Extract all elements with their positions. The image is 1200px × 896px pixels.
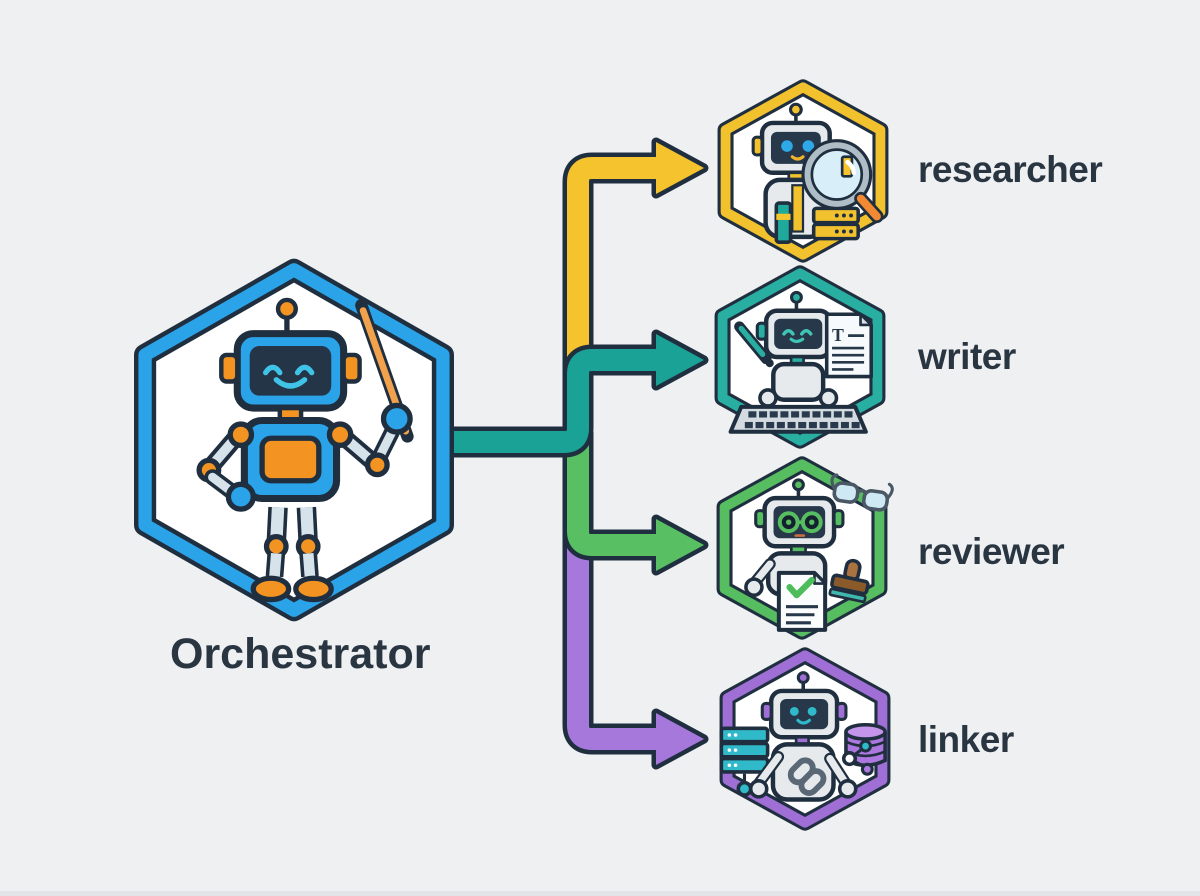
reviewer-label: reviewer: [918, 531, 1065, 572]
robot-glasses-icon: [777, 511, 823, 534]
server-icon: [811, 206, 860, 241]
checked-document-icon: [776, 570, 828, 632]
svg-text:T: T: [832, 325, 844, 345]
researcher-node: [717, 79, 889, 263]
writer-node: T: [714, 265, 886, 449]
chain-link-icon: [787, 757, 827, 796]
document-icon: T: [824, 312, 873, 379]
magnifier-icon: [801, 139, 884, 224]
spectacles-icon: [830, 473, 894, 512]
book-icon: [774, 201, 793, 244]
arrow-to-linker: [562, 436, 709, 770]
researcher-label: researcher: [918, 149, 1103, 190]
reviewer-node: [716, 456, 894, 640]
orchestrator-node: [134, 258, 454, 622]
robot-magnifier-icon: [751, 102, 884, 244]
linker-node: [719, 647, 891, 831]
robot-conductor-icon: [196, 297, 414, 603]
arrow-to-researcher: [562, 137, 709, 378]
arrow-to-writer: [444, 329, 709, 458]
linker-label: linker: [918, 719, 1014, 760]
writer-label: writer: [918, 336, 1016, 377]
bottom-edge-shadow: [0, 891, 1200, 896]
arrow-to-reviewer: [562, 432, 709, 576]
pen-icon: [734, 321, 774, 368]
robot-keyboard-icon: T: [728, 290, 873, 434]
robot-approval-icon: [744, 473, 894, 632]
orchestrator-label: Orchestrator: [170, 630, 431, 678]
robot-chain-icon: [719, 671, 887, 802]
keyboard-icon: [728, 404, 868, 434]
node-graph-icon: [841, 739, 874, 776]
server-stack-icon: [719, 726, 770, 797]
stamp-icon: [828, 558, 870, 604]
